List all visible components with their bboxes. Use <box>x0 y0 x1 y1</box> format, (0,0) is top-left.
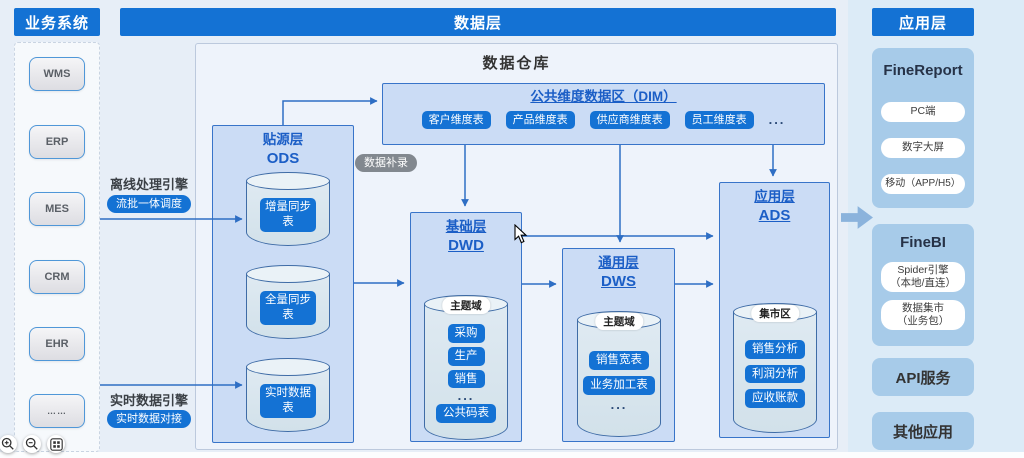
pill-line: Spider引擎 <box>897 263 949 276</box>
finebi-title: FineBI <box>900 234 946 251</box>
zoom-out-icon <box>25 437 38 450</box>
finereport-title: FineReport <box>883 62 963 79</box>
cylinder-top <box>246 172 330 190</box>
system-box-wms: WMS <box>29 57 85 91</box>
ods-cylinder-incremental: 增量同步表 <box>246 172 330 246</box>
business-systems-panel <box>14 42 100 452</box>
system-box-crm: CRM <box>29 260 85 294</box>
header-business-systems: 业务系统 <box>14 8 100 36</box>
finebi-pill-spider: Spider引擎 （本地/直连） <box>881 262 965 292</box>
zoom-out-button[interactable] <box>23 435 41 453</box>
system-box-more: …… <box>29 394 85 428</box>
data-patch-badge: 数据补录 <box>355 154 417 172</box>
other-apps-title: 其他应用 <box>892 423 953 441</box>
dwd-title: 基础层 DWD <box>411 218 521 255</box>
ods-table-chip: 增量同步表 <box>260 198 316 232</box>
pill-line: （本地/直连） <box>890 277 956 289</box>
finereport-pill-pc: PC端 <box>881 102 965 122</box>
ods-cylinder-realtime: 实时数据表 <box>246 358 330 432</box>
dim-table-chip: 产品维度表 <box>505 111 575 130</box>
dws-table-chip: 销售宽表 <box>589 351 649 370</box>
pill-line: （业务包） <box>896 315 950 327</box>
cylinder-top <box>246 265 330 283</box>
zoom-in-button[interactable] <box>0 435 17 453</box>
dim-more-dots: ... <box>768 112 786 128</box>
dwd-more-dots: ... <box>457 388 475 404</box>
dwd-table-chip: 销售 <box>447 369 485 389</box>
offline-engine-label: 离线处理引擎 <box>109 177 188 192</box>
realtime-engine-label: 实时数据引擎 <box>109 393 188 408</box>
dim-zone-title: 公共维度数据区（DIM） <box>530 89 677 104</box>
warehouse-title: 数据仓库 <box>482 55 551 72</box>
system-box-erp: ERP <box>29 125 85 159</box>
api-service-card: API服务 <box>872 358 974 396</box>
offline-engine-badge: 流批一体调度 <box>107 195 191 213</box>
header-data-layer: 数据层 <box>120 8 836 36</box>
realtime-engine-badge: 实时数据对接 <box>107 410 191 428</box>
ads-zone-label: 集市区 <box>751 305 799 322</box>
finebi-pill-datamart: 数据集市 （业务包） <box>881 300 965 330</box>
api-service-title: API服务 <box>895 369 951 387</box>
ads-title-text: 应用层 <box>754 189 795 204</box>
finereport-pill-bigscreen: 数字大屏 <box>881 138 965 158</box>
mouse-cursor-icon <box>514 223 528 249</box>
other-apps-card: 其他应用 <box>872 412 974 450</box>
ods-table-chip: 实时数据表 <box>260 384 316 418</box>
dwd-code-text: DWD <box>448 236 484 254</box>
dwd-zone-label: 主题域 <box>442 297 490 314</box>
ods-title-text: 贴源层 <box>262 132 304 147</box>
dws-cylinder: 主题域 销售宽表 业务加工表 ... <box>577 311 661 437</box>
fit-screen-button[interactable] <box>47 435 65 453</box>
ads-table-chip: 销售分析 <box>745 339 805 359</box>
dwd-table-chip: 公共码表 <box>436 404 496 424</box>
fit-screen-icon <box>49 437 63 451</box>
pill-line: 数据集市 <box>902 301 944 314</box>
dws-table-chip: 业务加工表 <box>583 376 655 395</box>
ads-cylinder: 集市区 销售分析 利润分析 应收账款 <box>733 303 817 433</box>
ads-code-text: ADS <box>758 206 791 224</box>
dim-table-row: 客户维度表 产品维度表 供应商维度表 员工维度表 ... <box>383 111 824 130</box>
ods-title: 贴源层 ODS <box>213 131 353 168</box>
finereport-pill-mobile: 移动（APP/H5） <box>881 174 965 194</box>
dwd-table-chip: 采购 <box>447 323 485 343</box>
ads-table-chip: 利润分析 <box>745 364 805 384</box>
ods-table-chip: 全量同步表 <box>260 291 316 325</box>
dws-title-text: 通用层 <box>598 255 639 270</box>
ads-table-chip: 应收账款 <box>745 389 805 409</box>
dws-more-dots: ... <box>610 396 628 412</box>
system-box-mes: MES <box>29 192 85 226</box>
ods-cylinder-full: 全量同步表 <box>246 265 330 339</box>
dws-code-text: DWS <box>601 272 636 290</box>
dwd-table-chip: 生产 <box>447 346 485 366</box>
dwd-title-text: 基础层 <box>445 219 487 234</box>
dwd-cylinder: 主题域 采购 生产 销售 ... 公共码表 <box>424 295 508 440</box>
bottom-strip <box>0 452 1024 458</box>
zoom-in-icon <box>1 437 14 450</box>
finebi-card: FineBI Spider引擎 （本地/直连） 数据集市 （业务包） <box>872 224 974 346</box>
header-application-layer: 应用层 <box>872 8 974 36</box>
dws-zone-label: 主题域 <box>595 313 643 330</box>
dim-table-chip: 供应商维度表 <box>589 111 670 130</box>
finereport-card: FineReport PC端 数字大屏 移动（APP/H5） <box>872 48 974 208</box>
dim-zone-box: 公共维度数据区（DIM） 客户维度表 产品维度表 供应商维度表 员工维度表 ..… <box>382 83 825 145</box>
ods-code-text: ODS <box>266 149 300 167</box>
system-box-ehr: EHR <box>29 327 85 361</box>
ads-title: 应用层 ADS <box>720 188 829 225</box>
cylinder-top <box>246 358 330 376</box>
dim-table-chip: 客户维度表 <box>421 111 491 130</box>
dim-table-chip: 员工维度表 <box>684 111 754 130</box>
dws-title: 通用层 DWS <box>563 254 674 291</box>
